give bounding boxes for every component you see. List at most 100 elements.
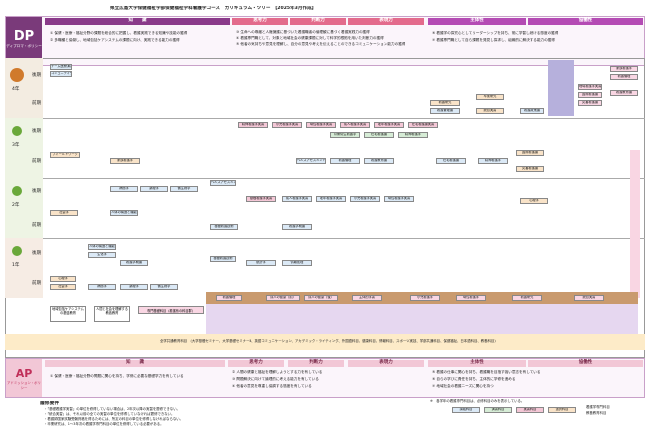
course-cell: 病態学 (88, 284, 116, 290)
general-ed-item: 成人の健康（後） (304, 295, 338, 301)
dp-initiative-1: ⑥ 看護学の探究心としてリーダーシップを持ち、常に学習し続ける態度の獲得 (432, 31, 559, 35)
dp-header-knowledge: 知 識 (45, 18, 230, 25)
course-cell: 精神看護学実習 (238, 122, 268, 128)
dp-header-thinking: 思考力 (232, 18, 288, 25)
course-cell: 看護教育論 (364, 158, 394, 164)
course-cell: 国際看護論 (578, 92, 602, 98)
year2-band (5, 178, 43, 238)
course-cell: 在宅看護論 (436, 158, 466, 164)
ap-thinking-3: ④ 他者の意見を尊重し協調する態度を有している (232, 384, 312, 388)
ap-header-expression: 表現力 (348, 360, 424, 367)
notes-line: ・卒業研究は、1〜3年次の看護学専門科目の単位を修得している必要がある。 (44, 422, 164, 426)
ap-initiative-2: ⑥ 自らの学びに責任を持ち、主体的に学修を進める (432, 377, 516, 381)
year-label: 3年 (12, 143, 20, 148)
year1-band (5, 238, 43, 298)
course-cell: 人体の構造と機能 (110, 210, 138, 216)
legend-item: 演習科目 (484, 407, 512, 413)
course-cell: 統計学 (246, 260, 276, 266)
ap-header-initiative: 主体性 (428, 360, 526, 367)
dp-header-judgment: 判断力 (290, 18, 346, 25)
dp-initiative-2: ⑦ 看護専門職として自ら課題を発見し探求し、組織的に解決する能力の獲得 (432, 38, 555, 42)
general-ed-item: 統合実習 (574, 295, 604, 301)
course-cell: 心理学 (520, 198, 548, 204)
course-cell: 看護研究 (430, 100, 460, 106)
ap-initiative-1: ⑤ 看護の仕事に関心を持ち、看護職を目指す強い意志を有している (432, 370, 541, 374)
sprout-icon (12, 126, 22, 136)
course-cell: 災害看護論 (516, 166, 544, 172)
ap-header-collab: 協働性 (528, 360, 643, 367)
dp-label-box: DP ディプロマ・ポリシー (6, 17, 42, 65)
course-cell: 在宅看護論 (364, 132, 394, 138)
course-cell: 在宅看護論実習 (408, 122, 438, 128)
course-cell: 人体の構造と機能 (88, 244, 116, 250)
dp-sub: ディプロマ・ポリシー (6, 44, 42, 48)
course-cell: 心理学 (50, 276, 76, 282)
course-cell: ヘルスアセスメント (296, 158, 326, 164)
row-divider (43, 118, 645, 119)
seedling-icon (12, 246, 22, 256)
course-cell: 社会学 (50, 210, 78, 216)
course-cell: 母性看護学実習 (306, 122, 336, 128)
notes-line: ・「基礎看護学実習」の単位を修得していない場合は、2年次以降の実習を履修できない… (44, 407, 180, 411)
course-cell: 成人看護学実習 (340, 122, 370, 128)
ap-initiative-3: ⑦ 地域社会の看護ニーズに関心を持つ (432, 384, 494, 388)
general-ed-item: 看護倫理 (216, 295, 242, 301)
term-label: 前期 (32, 281, 41, 286)
general-ed-row (5, 334, 645, 350)
term-label: 後期 (32, 189, 41, 194)
ap-thinking-2: ③ 問題解決に向けて論理的に考える能力を有している (232, 377, 319, 381)
course-cell: チーム医療演習 (50, 64, 72, 70)
dp-header-collab: 協働性 (528, 18, 643, 25)
course-cell: 看護学概論 (120, 260, 148, 266)
left-note-1: 地域包括ケアシステムの基盤教育 (50, 306, 86, 322)
term-label: 前期 (32, 159, 41, 164)
course-cell: 成人看護学実習 (282, 196, 312, 202)
course-cell: 微生物学 (150, 284, 178, 290)
ap-header-judgment: 判断力 (288, 360, 344, 367)
course-cell: 看護倫理 (330, 158, 360, 164)
dp-thinking-2: ④ 看護専門職として、対象と地域社会の健康課題に対して科学的根拠を用いた判断力の… (236, 36, 384, 40)
left-note-3: 専門基礎科目（看護系の科目群） (138, 306, 204, 314)
term-label: 前期 (32, 101, 41, 106)
course-cell: 小児看護学実習 (272, 122, 302, 128)
year-label: 2年 (12, 203, 20, 208)
page-title: 県立広島大学保健福祉学部保健福祉学科看護学コース カリキュラム・ツリー 【202… (110, 6, 317, 11)
side-bar (630, 150, 640, 298)
dp-label: DP (13, 29, 35, 44)
tree-icon (10, 68, 24, 82)
year-label: 1年 (12, 263, 20, 268)
year3-band (5, 118, 43, 178)
notes-heading: 履修要件 (40, 401, 60, 406)
dp-knowledge-2: ② 多職種と協働し、地域包括ケアシステムの課題に向け、実践できる能力の獲得 (50, 38, 180, 42)
course-cell: 公衆衛生看護学 (330, 132, 360, 138)
term-label: 後期 (32, 129, 41, 134)
course-cell: 基礎看護技術 (210, 256, 236, 262)
legend-item: 講義科目 (452, 407, 480, 413)
course-cell: 生化学 (88, 252, 116, 258)
term-label: 後期 (32, 73, 41, 78)
course-cell: 微生物学 (170, 186, 198, 192)
course-cell: 薬理学 (140, 186, 168, 192)
ap-label-box: AP アドミッション・ポリシー (6, 359, 42, 397)
general-ed-item: 主体的学習 (352, 295, 382, 301)
course-cell: 基礎看護技術 (210, 224, 238, 230)
notes-line: ・看護師国家試験受験資格を得るためには、所定の科目の単位を修得しなければならない… (44, 417, 184, 421)
notes-line: ・「統合実習」は、それ以前の全ての実習の単位を修得していなければ履修できない。 (44, 412, 175, 416)
course-cell: 統合実習 (476, 108, 504, 114)
course-cell: 薬理学 (120, 284, 148, 290)
course-cell: 看護学概論 (282, 224, 312, 230)
course-cell: 卒業研究 (476, 94, 504, 100)
dp-thinking-1: ③ 生命への尊厳と人権擁護に基づいた看護職者の倫理観に基づく看護実践力の獲得 (236, 30, 370, 34)
general-ed-item: 成人の健康（前） (266, 295, 300, 301)
elective-block (548, 60, 574, 116)
course-cell: 看護教育論 (610, 90, 638, 96)
general-ed-text: 全学共通教育科目 (大学基礎セミナー、大学基礎セミナーⅡ、英語コミュニケーション… (160, 339, 496, 343)
general-ed-band-mid (206, 304, 638, 334)
course-cell: 老年看護学実習 (316, 196, 346, 202)
ap-header-thinking: 思考力 (228, 360, 284, 367)
course-cell: 老年看護学実習 (374, 122, 404, 128)
legend-title: ※ 各学年の看護専門科目は、必修科目のみを表示している。 (430, 399, 525, 403)
term-label: 前期 (32, 223, 41, 228)
course-cell: フィールドワーク (50, 152, 80, 158)
course-cell: 病態学 (110, 186, 138, 192)
